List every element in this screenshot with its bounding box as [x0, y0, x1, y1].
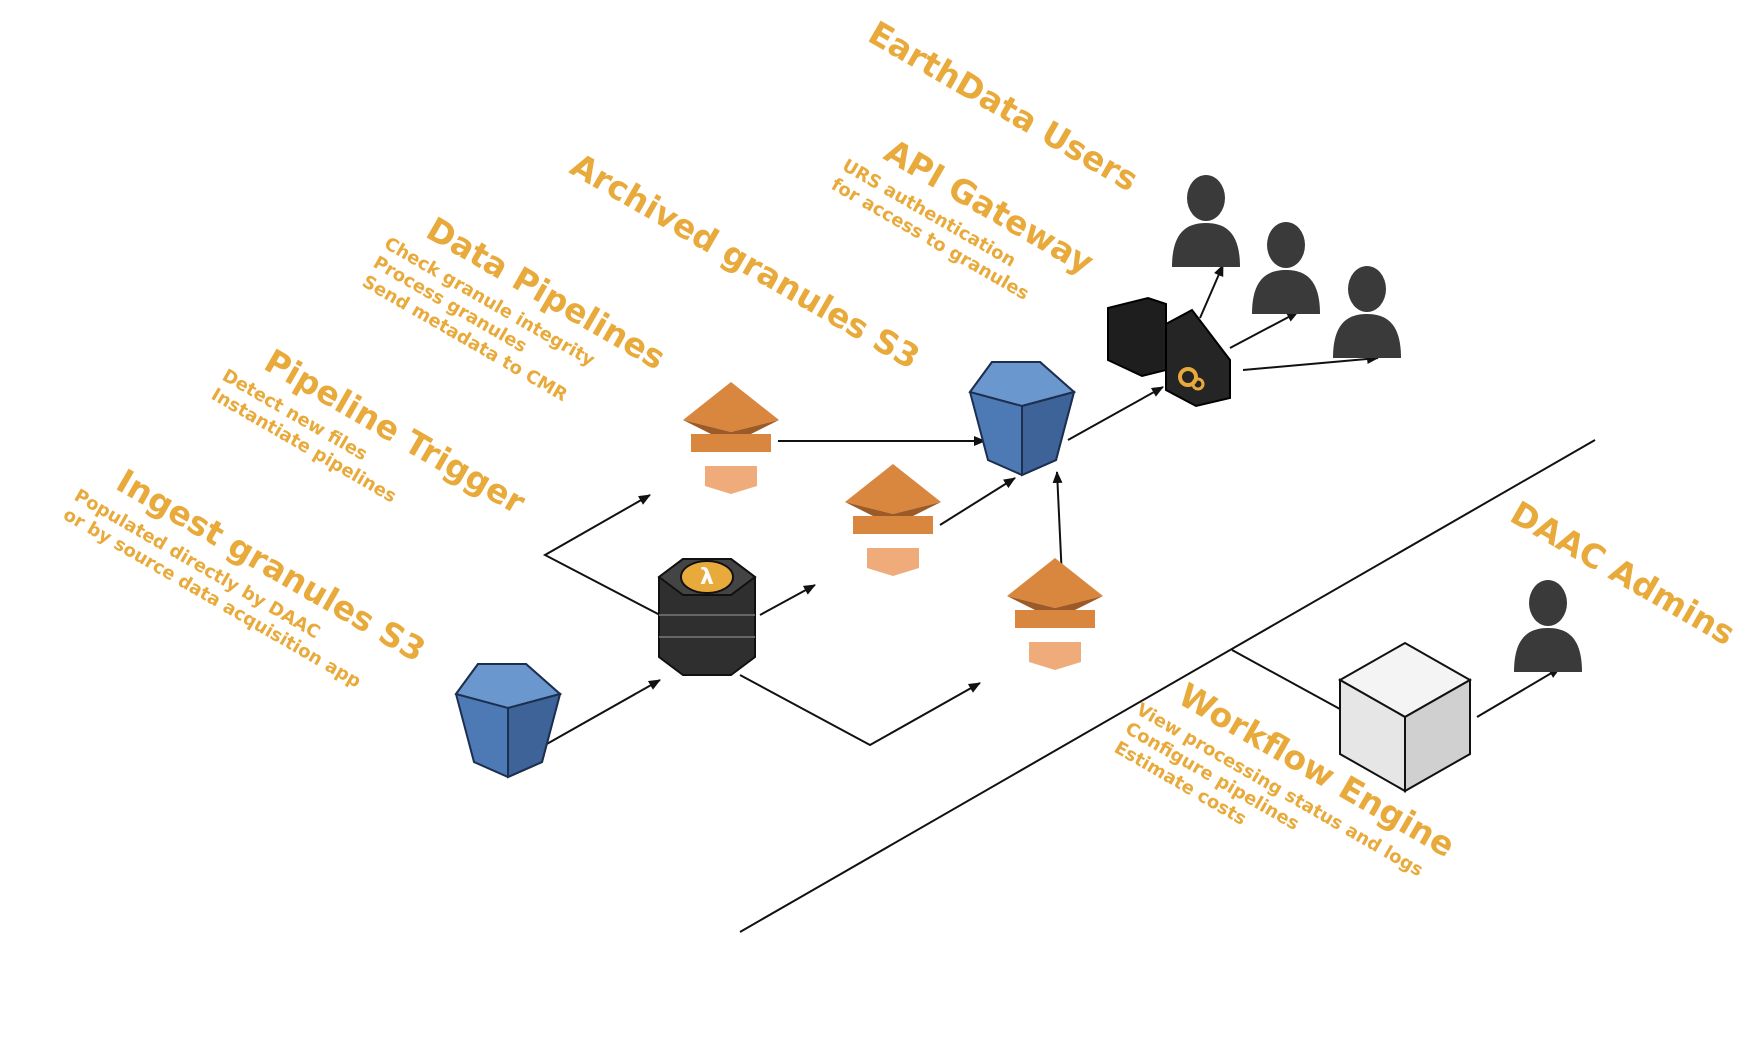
- flow-trigger-to-pipeline-1: [542, 494, 661, 616]
- user-icon: [1252, 222, 1320, 314]
- zone-divider-line: [739, 439, 1596, 933]
- data-pipeline-icon: [683, 382, 779, 494]
- s3-bucket-icon: [454, 663, 563, 779]
- admin-divider-connector: [1231, 649, 1361, 721]
- flow-archive-to-gateway: [1067, 386, 1164, 441]
- flow-workflow-to-admins: [1476, 667, 1561, 718]
- flow-trigger-to-pipeline-2: [759, 584, 816, 616]
- flow-pipeline-2-to-archive: [939, 477, 1016, 526]
- flow-ingest-to-trigger: [544, 679, 661, 746]
- lambda-icon: λ: [657, 558, 757, 676]
- flow-gateway-to-user-2: [1229, 311, 1299, 349]
- user-icon: [1172, 175, 1240, 267]
- user-icon: [1514, 580, 1582, 672]
- data-pipeline-icon: [1007, 558, 1103, 670]
- flow-trigger-to-pipeline-3: [739, 674, 981, 747]
- s3-bucket-icon: [968, 361, 1077, 477]
- label-pipelines: Data Pipelines Check granule integrity P…: [359, 209, 673, 406]
- api-gateway-icon: [1107, 296, 1231, 408]
- flow-pipeline-3-to-archive: [1052, 471, 1063, 579]
- flow-gateway-to-user-3: [1242, 353, 1379, 371]
- flow-gateway-to-user-1: [1199, 264, 1224, 319]
- label-trigger: Pipeline Trigger Detect new files Instan…: [208, 341, 533, 522]
- workflow-engine-cube-icon: [1337, 641, 1473, 793]
- data-pipeline-icon: [845, 464, 941, 576]
- user-icon: [1333, 266, 1401, 358]
- svg-text:λ: λ: [700, 565, 714, 590]
